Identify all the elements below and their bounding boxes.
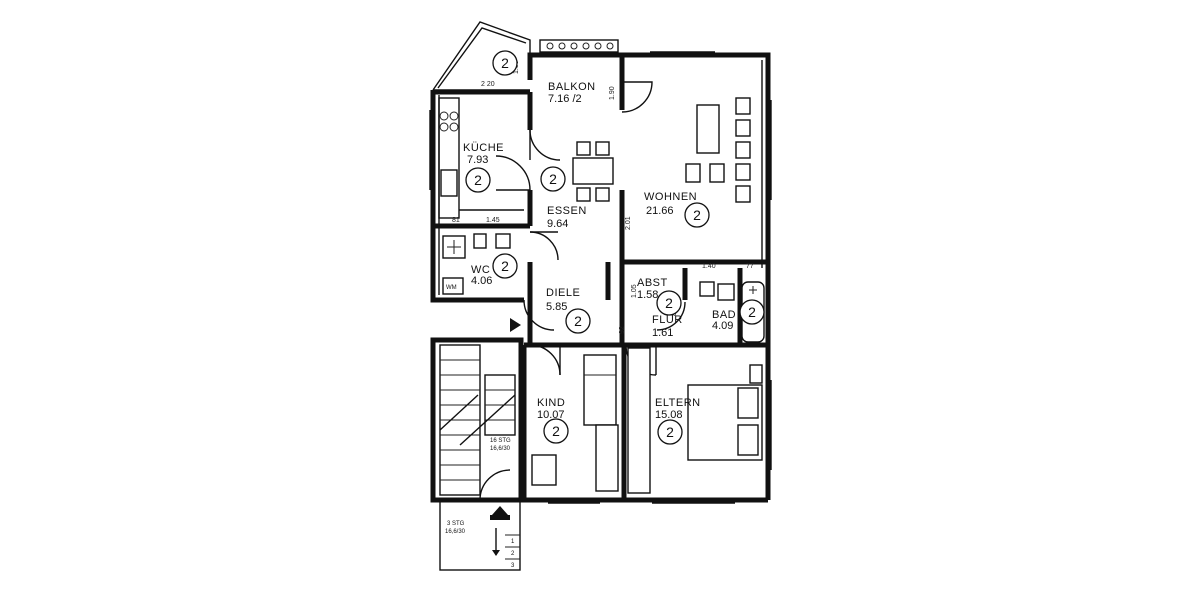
badge-kueche: 2: [465, 167, 491, 193]
svg-text:2: 2: [501, 258, 509, 274]
room-area-wohnen: 21.66: [646, 205, 674, 217]
room-name-kueche: KÜCHE: [463, 142, 504, 154]
badge-wohnen: 2: [684, 202, 710, 228]
badge-eltern: 2: [657, 419, 683, 445]
dim-balkon-width: 2 20: [481, 81, 495, 88]
room-area-diele: 5.85: [546, 301, 567, 313]
room-area-wc: 4.06: [471, 275, 492, 287]
svg-text:2: 2: [574, 313, 582, 329]
room-area-kueche: 7.93: [467, 154, 488, 166]
room-area-kind: 10.07: [537, 409, 565, 421]
dim-kueche-a: 81: [452, 217, 460, 224]
windows: [429, 51, 772, 504]
room-labels: BALKON 7.16 /2 KÜCHE 7.93 ESSEN 9.64 WOH…: [463, 81, 736, 421]
svg-text:2: 2: [693, 207, 701, 223]
room-area-essen: 9.64: [547, 218, 568, 230]
living-furniture: [685, 97, 751, 203]
badge-kind: 2: [543, 418, 569, 444]
room-badges: 2 2 2 2 2 2 2 2 2 2: [465, 50, 765, 445]
dim-abst-height: 1.05: [631, 284, 638, 298]
room-name-diele: DIELE: [546, 287, 580, 299]
room-name-balkon: BALKON: [548, 81, 596, 93]
dim-diele-width: 92: [619, 326, 626, 334]
room-area-bad: 4.09: [712, 320, 733, 332]
svg-text:2: 2: [474, 172, 482, 188]
step-number-3: 3: [511, 563, 515, 569]
stair-count-lower: 3 STG: [447, 521, 465, 527]
room-area-balkon: 7.16 /2: [548, 93, 582, 105]
dim-balkon-door: 1.90: [609, 86, 616, 100]
stair-count-main: 16 STG: [490, 438, 511, 444]
svg-text:2: 2: [665, 295, 673, 311]
badge-essen: 2: [540, 166, 566, 192]
washing-machine-label: WM: [446, 285, 457, 291]
room-area-abst: 1.58: [637, 289, 658, 301]
dim-kueche-b: 1.45: [486, 217, 500, 224]
svg-text:2: 2: [748, 304, 756, 320]
room-area-flur: 1.61: [652, 327, 673, 339]
parents-room-furniture: [627, 347, 763, 494]
badge-abst: 2: [656, 290, 682, 316]
balcony-outline: [432, 21, 625, 91]
room-name-wc: WC: [471, 264, 490, 276]
stair-ratio-lower: 16,6/30: [445, 529, 466, 535]
badge-bad: 2: [739, 299, 765, 325]
room-name-bad: BAD: [712, 309, 736, 321]
badge-wc: 2: [492, 253, 518, 279]
room-name-kind: KIND: [537, 397, 565, 409]
wc-fixtures: WM: [442, 233, 511, 295]
badge-diele: 2: [565, 308, 591, 334]
dining-table-set: [572, 141, 614, 202]
room-name-essen: ESSEN: [547, 205, 587, 217]
room-name-abst: ABST: [637, 277, 668, 289]
dim-essen-height: 2.01: [625, 216, 632, 230]
room-name-wohnen: WOHNEN: [644, 191, 697, 203]
kids-room-furniture: [531, 354, 619, 492]
svg-text:2: 2: [501, 55, 509, 71]
room-area-eltern: 15.08: [655, 409, 683, 421]
staircase: 16 STG 16,6/30 3 STG 16,6/30 1 2 3: [430, 337, 524, 571]
dim-wohnen-a: 1.40: [702, 263, 716, 270]
svg-text:2: 2: [552, 423, 560, 439]
stair-ratio-main: 16,6/30: [490, 446, 511, 452]
dim-wohnen-b: 77: [746, 263, 754, 270]
kitchen-counter: [438, 97, 524, 219]
svg-text:2: 2: [666, 424, 674, 440]
room-name-eltern: ELTERN: [655, 397, 701, 409]
entrance-arrow: [510, 318, 521, 332]
svg-text:2: 2: [549, 171, 557, 187]
step-number-1: 1: [511, 539, 515, 545]
room-name-flur: FLUR: [652, 314, 683, 326]
badge-balkon: 2: [492, 50, 518, 76]
step-number-2: 2: [511, 551, 515, 557]
balcony-planter: [539, 39, 619, 53]
